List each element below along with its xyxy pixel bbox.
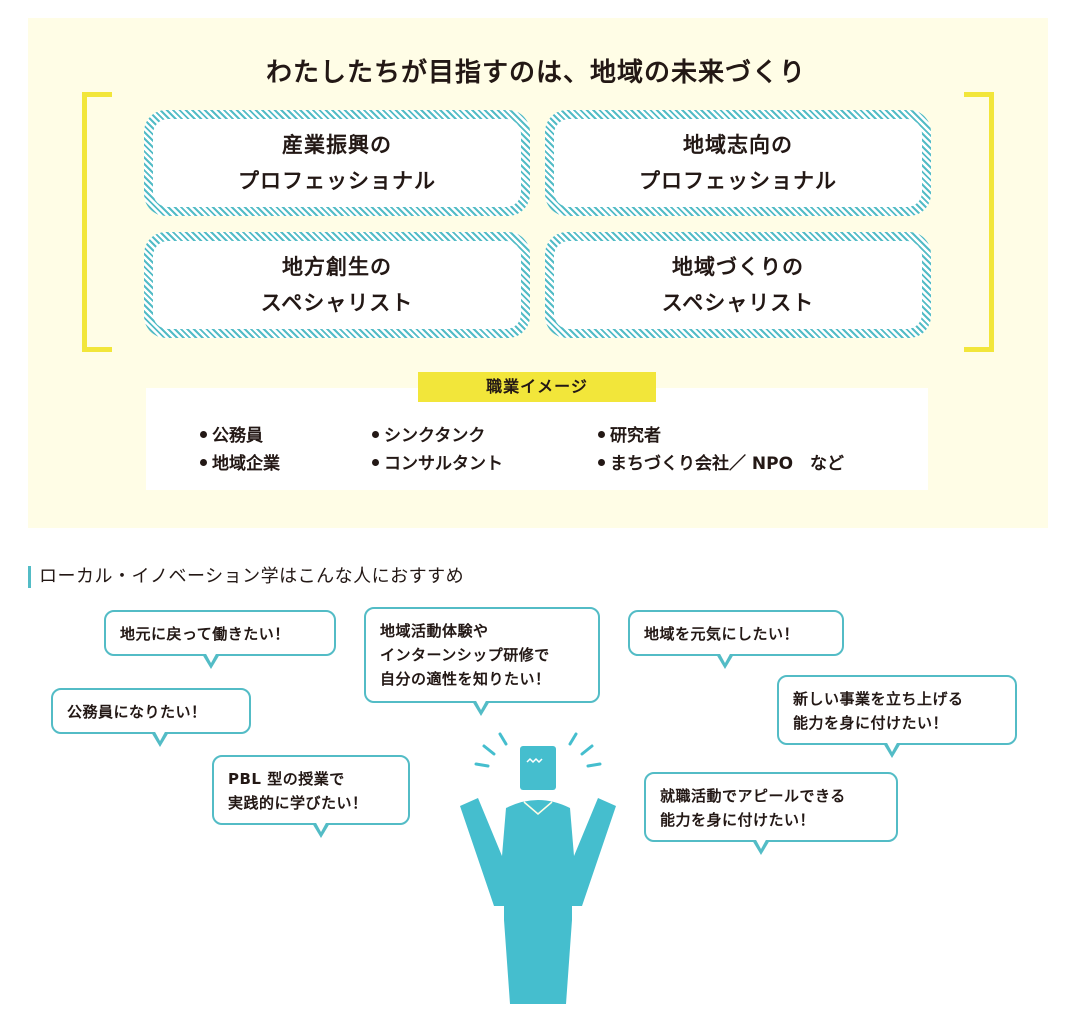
job-item: シンクタンク xyxy=(372,421,485,446)
job-item: まちづくり会社／ NPO など xyxy=(598,449,844,474)
speech-bubble: 地域活動体験や インターンシップ研修で 自分の適性を知りたい！ xyxy=(364,607,600,716)
card-regional-oriented: 地域志向の プロフェッショナル xyxy=(545,110,931,216)
bubble-line: 能力を身に付けたい！ xyxy=(793,714,949,732)
bubble-tail-icon xyxy=(202,652,220,669)
card-line: 産業振興の xyxy=(282,133,392,157)
card-community-building: 地域づくりの スペシャリスト xyxy=(545,232,931,338)
bubble-line: 能力を身に付けたい！ xyxy=(660,811,816,829)
speech-bubble: 地元に戻って働きたい！ xyxy=(104,610,336,669)
section-title: ローカル・イノベーション学はこんな人におすすめ xyxy=(28,566,464,588)
figure-face-icon xyxy=(526,757,543,764)
bullet-icon xyxy=(200,458,207,466)
job-image-label: 職業イメージ xyxy=(418,372,656,402)
card-line: プロフェッショナル xyxy=(639,169,837,193)
headline: わたしたちが目指すのは、地域の未来づくり xyxy=(265,58,806,88)
card-line: 地方創生の xyxy=(282,255,392,279)
speech-bubble: 地域を元気にしたい！ xyxy=(628,610,844,669)
bullet-icon xyxy=(598,458,605,466)
right-bracket-icon xyxy=(964,92,994,352)
bullet-icon xyxy=(200,430,207,438)
bubble-line: 実践的に学びたい！ xyxy=(228,794,368,812)
bubble-line: 地域を元気にしたい！ xyxy=(644,625,800,643)
card-line: スペシャリスト xyxy=(661,291,815,315)
job-item: 地域企業 xyxy=(200,449,280,474)
left-bracket-icon xyxy=(82,92,112,352)
speech-bubble: PBL 型の授業で 実践的に学びたい！ xyxy=(212,755,410,838)
bullet-icon xyxy=(372,458,379,466)
job-item: 公務員 xyxy=(200,421,263,446)
card-regional-revitalization: 地方創生の スペシャリスト xyxy=(144,232,530,338)
speech-bubble: 新しい事業を立ち上げる 能力を身に付けたい！ xyxy=(777,675,1017,758)
card-line: 地域志向の xyxy=(683,133,793,157)
job-item: コンサルタント xyxy=(372,449,503,474)
bubble-line: 新しい事業を立ち上げる xyxy=(793,690,964,708)
speech-bubble: 就職活動でアピールできる 能力を身に付けたい！ xyxy=(644,772,898,855)
bubble-line: 就職活動でアピールできる xyxy=(660,787,846,805)
figure-body xyxy=(460,798,616,1004)
bubble-line: 地域活動体験や xyxy=(380,622,489,640)
excitement-lines-icon xyxy=(474,732,602,768)
bubble-line: 自分の適性を知りたい！ xyxy=(380,670,551,688)
bubble-line: PBL 型の授業で xyxy=(228,770,345,788)
job-image-box xyxy=(146,388,928,490)
bubble-tail-icon xyxy=(312,821,330,838)
figure-collar xyxy=(523,801,553,815)
bubble-line: 公務員になりたい！ xyxy=(67,703,207,721)
bubble-tail-icon xyxy=(716,652,734,669)
bubble-line: 地元に戻って働きたい！ xyxy=(120,625,290,643)
bubble-tail-icon xyxy=(752,838,770,855)
speech-bubble: 公務員になりたい！ xyxy=(51,688,251,747)
bubble-tail-icon xyxy=(883,741,901,758)
bubble-tail-icon xyxy=(472,699,490,716)
person-excited-icon xyxy=(460,732,616,1004)
bubble-tail-icon xyxy=(151,730,169,747)
bullet-icon xyxy=(372,430,379,438)
card-line: スペシャリスト xyxy=(260,291,414,315)
card-line: プロフェッショナル xyxy=(238,169,436,193)
card-line: 地域づくりの xyxy=(672,255,804,279)
card-industry-promotion: 産業振興の プロフェッショナル xyxy=(144,110,530,216)
bubble-line: インターンシップ研修で xyxy=(380,646,550,664)
job-item: 研究者 xyxy=(598,421,661,446)
figure-head xyxy=(520,746,556,790)
bullet-icon xyxy=(598,430,605,438)
